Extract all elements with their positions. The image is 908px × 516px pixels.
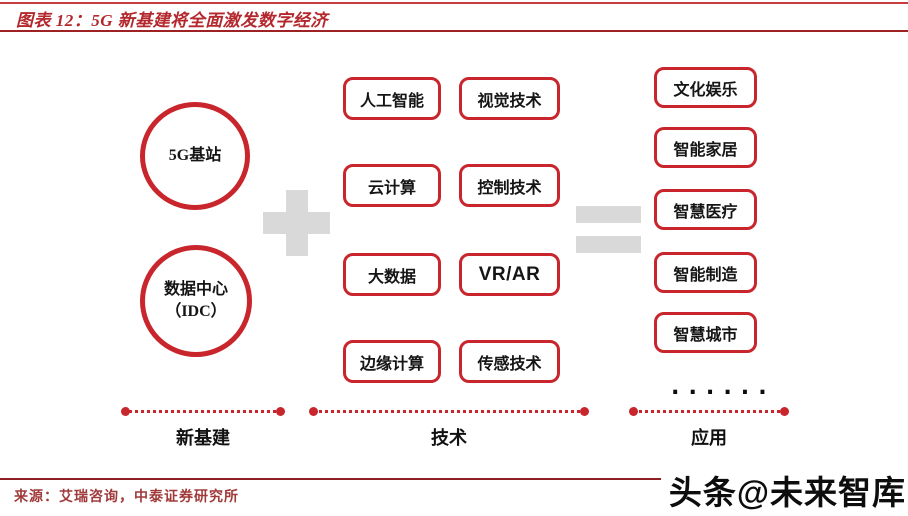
group-line-technology [309, 407, 589, 416]
circle-5g-base-station: 5G基站 [140, 102, 250, 210]
tech-box-control: 控制技术 [459, 164, 560, 207]
tech-box-bigdata: 大数据 [343, 253, 441, 296]
title-rule [0, 30, 908, 32]
app-box-label: 智慧城市 [673, 326, 738, 344]
group-label-infrastructure: 新基建 [176, 428, 230, 448]
watermark: 头条@未来智库 [660, 464, 908, 516]
group-label-technology: 技术 [431, 428, 467, 448]
tech-box-label: 视觉技术 [477, 92, 542, 110]
tech-box-ai: 人工智能 [343, 77, 441, 120]
app-box-label: 文化娱乐 [673, 81, 738, 99]
plus-icon-bar-v [286, 190, 308, 256]
tech-box-label: 传感技术 [477, 355, 542, 373]
tech-box-label: 大数据 [367, 268, 416, 286]
tech-box-label: 人工智能 [359, 92, 424, 110]
group-line-application [629, 407, 789, 416]
tech-box-edge: 边缘计算 [343, 340, 441, 383]
app-box-label: 智能制造 [673, 266, 738, 284]
tech-box-vision: 视觉技术 [459, 77, 560, 120]
equals-icon-bar-bottom [576, 236, 641, 253]
app-box-smart-home: 智能家居 [654, 127, 757, 168]
equals-icon-bar-top [576, 206, 641, 223]
tech-box-label: 云计算 [367, 179, 416, 197]
app-box-smart-city: 智慧城市 [654, 312, 757, 353]
circle-label: 5G基站 [168, 147, 222, 165]
app-box-label: 智能家居 [673, 141, 738, 159]
circle-label-line1: 数据中心 [163, 281, 228, 299]
tech-box-label: 控制技术 [477, 179, 542, 197]
tech-box-label: 边缘计算 [359, 355, 424, 373]
figure-title: 图表 12：5G 新基建将全面激发数字经济 [16, 11, 328, 30]
top-rule [0, 2, 908, 4]
source-note: 来源：艾瑞咨询，中泰证券研究所 [14, 490, 239, 505]
bottom-rule [0, 478, 908, 480]
tech-box-sensing: 传感技术 [459, 340, 560, 383]
tech-box-vrar: VR/AR [459, 253, 560, 296]
group-label-application: 应用 [691, 428, 727, 448]
app-box-smart-medical: 智慧医疗 [654, 189, 757, 230]
circle-data-center: 数据中心 （IDC） [140, 245, 252, 357]
tech-box-label: VR/AR [478, 263, 541, 285]
tech-box-cloud: 云计算 [343, 164, 441, 207]
app-box-smart-manufacturing: 智能制造 [654, 252, 757, 293]
circle-label-line2: （IDC） [165, 303, 227, 320]
app-box-label: 智慧医疗 [673, 203, 738, 221]
group-line-infrastructure [121, 407, 285, 416]
app-box-culture: 文化娱乐 [654, 67, 757, 108]
ellipsis-dots: ...... [668, 372, 773, 400]
